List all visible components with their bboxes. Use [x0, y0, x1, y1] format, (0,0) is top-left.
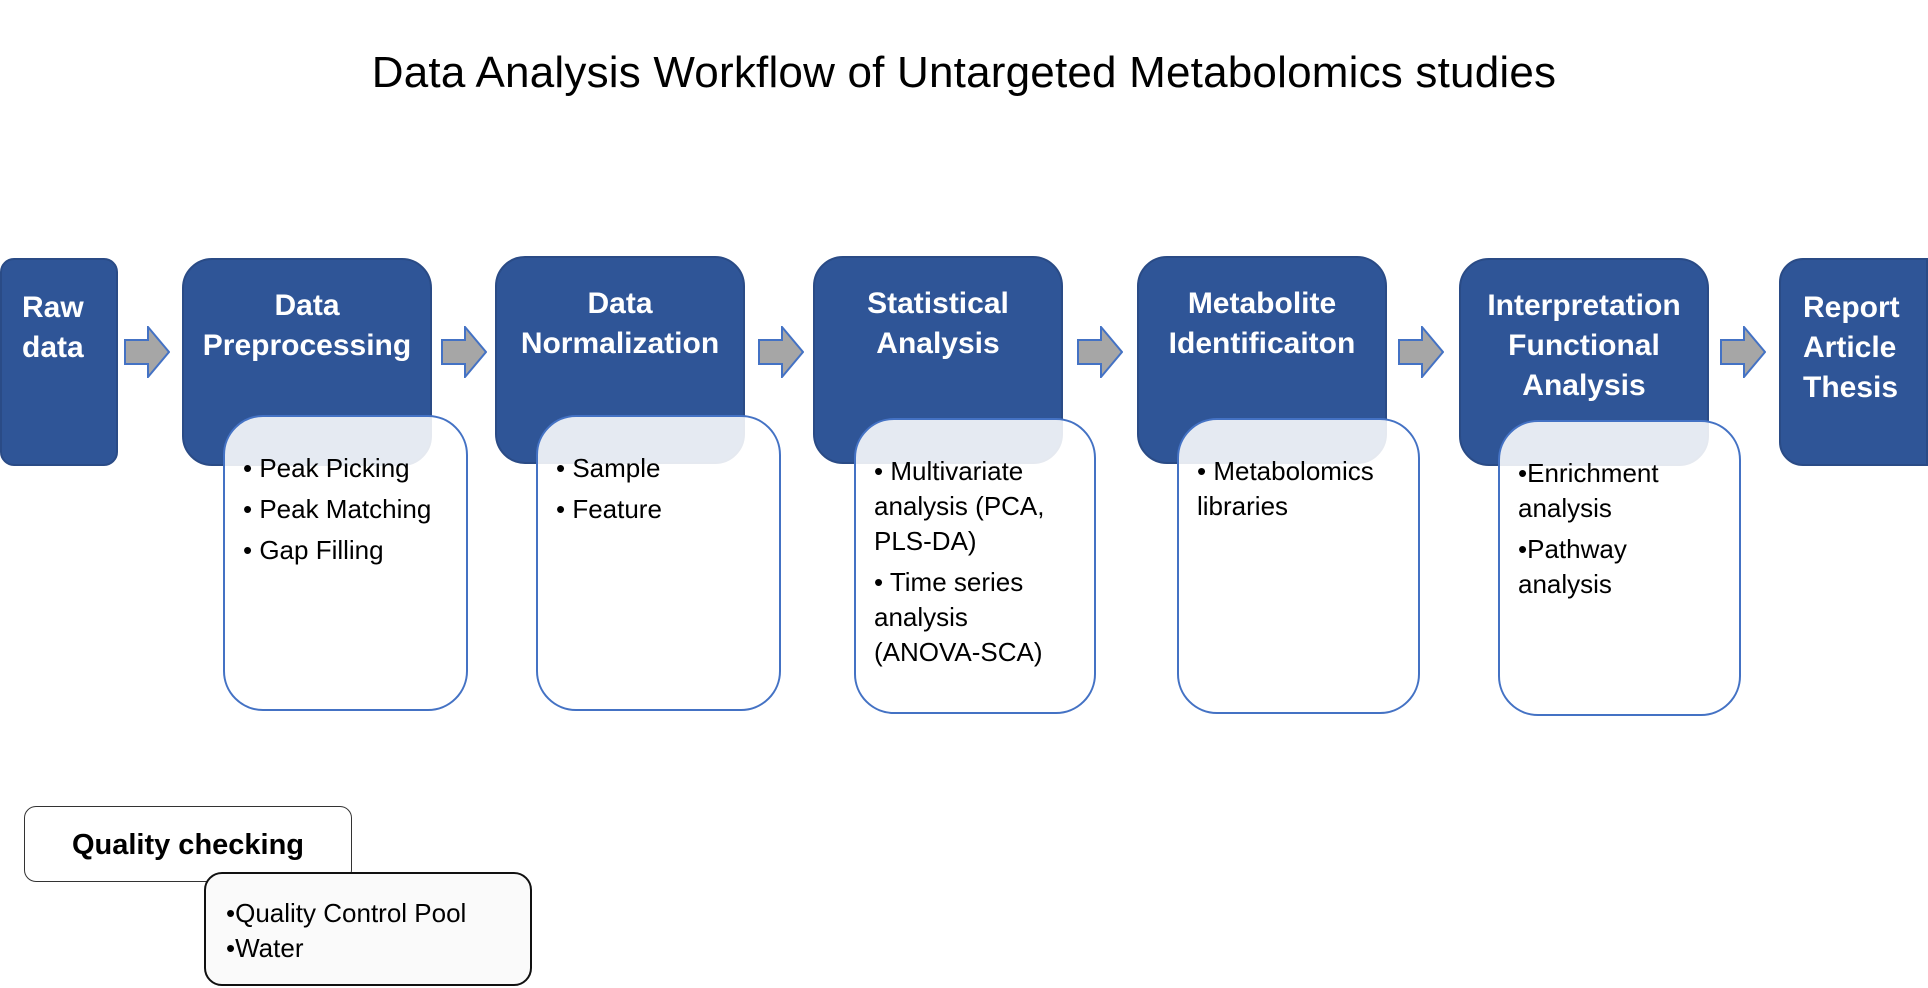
stage-label-line: Statistical: [867, 287, 1009, 320]
stage-label-line: Report: [1803, 291, 1900, 324]
arrow-icon: [1398, 326, 1444, 378]
stage-label-line: Data: [274, 289, 340, 322]
quality-checking-detail: •Quality Control Pool •Water: [204, 872, 532, 986]
detail-item: •Pathway analysis: [1518, 534, 1627, 599]
detail-item: •Quality Control Pool: [226, 898, 467, 928]
stage-label-line: Analysis: [876, 327, 1000, 360]
detail-item: • Metabolomics libraries: [1197, 456, 1374, 521]
stage-label-line: Identificaiton: [1168, 327, 1356, 360]
arrow-icon: [1720, 326, 1766, 378]
detail-statistical-analysis: • Multivariate analysis (PCA, PLS-DA) • …: [854, 418, 1096, 714]
detail-metabolite-identification: • Metabolomics libraries: [1177, 418, 1420, 714]
detail-item: • Sample: [556, 453, 661, 483]
arrow-icon: [758, 326, 804, 378]
detail-item: • Multivariate analysis (PCA, PLS-DA): [874, 456, 1045, 556]
stage-label-line: Thesis: [1803, 371, 1899, 404]
stage-label-line: Analysis: [1522, 369, 1646, 402]
arrow-icon: [124, 326, 170, 378]
quality-checking-heading: Quality checking: [24, 806, 352, 882]
stage-label-line: Data: [587, 287, 653, 320]
detail-item: •Water: [226, 933, 304, 963]
stage-label-line: Preprocessing: [202, 329, 412, 362]
stage-report: Report Article Thesis: [1779, 258, 1928, 466]
detail-item: • Gap Filling: [243, 535, 384, 565]
stage-raw-data: Raw data: [0, 258, 118, 466]
detail-data-normalization: • Sample • Feature: [536, 415, 781, 711]
detail-item: • Peak Picking: [243, 453, 410, 483]
stage-label-line: Interpretation: [1487, 289, 1681, 322]
detail-interpretation-functional-analysis: •Enrichment analysis •Pathway analysis: [1498, 420, 1741, 716]
detail-data-preprocessing: • Peak Picking • Peak Matching • Gap Fil…: [223, 415, 468, 711]
stage-label-line: Normalization: [520, 327, 720, 360]
arrow-icon: [1077, 326, 1123, 378]
arrow-icon: [441, 326, 487, 378]
stage-label-line: Metabolite: [1187, 287, 1337, 320]
detail-item: •Enrichment analysis: [1518, 458, 1659, 523]
detail-item: • Peak Matching: [243, 494, 432, 524]
diagram-title: Data Analysis Workflow of Untargeted Met…: [371, 48, 1557, 97]
stage-label-line: data: [22, 331, 84, 364]
detail-item: • Feature: [556, 494, 662, 524]
stage-label-line: Functional: [1508, 329, 1660, 362]
stage-label-line: Article: [1803, 331, 1897, 364]
stage-label-line: Raw: [22, 291, 84, 324]
detail-item: • Time series analysis (ANOVA-SCA): [874, 567, 1043, 667]
